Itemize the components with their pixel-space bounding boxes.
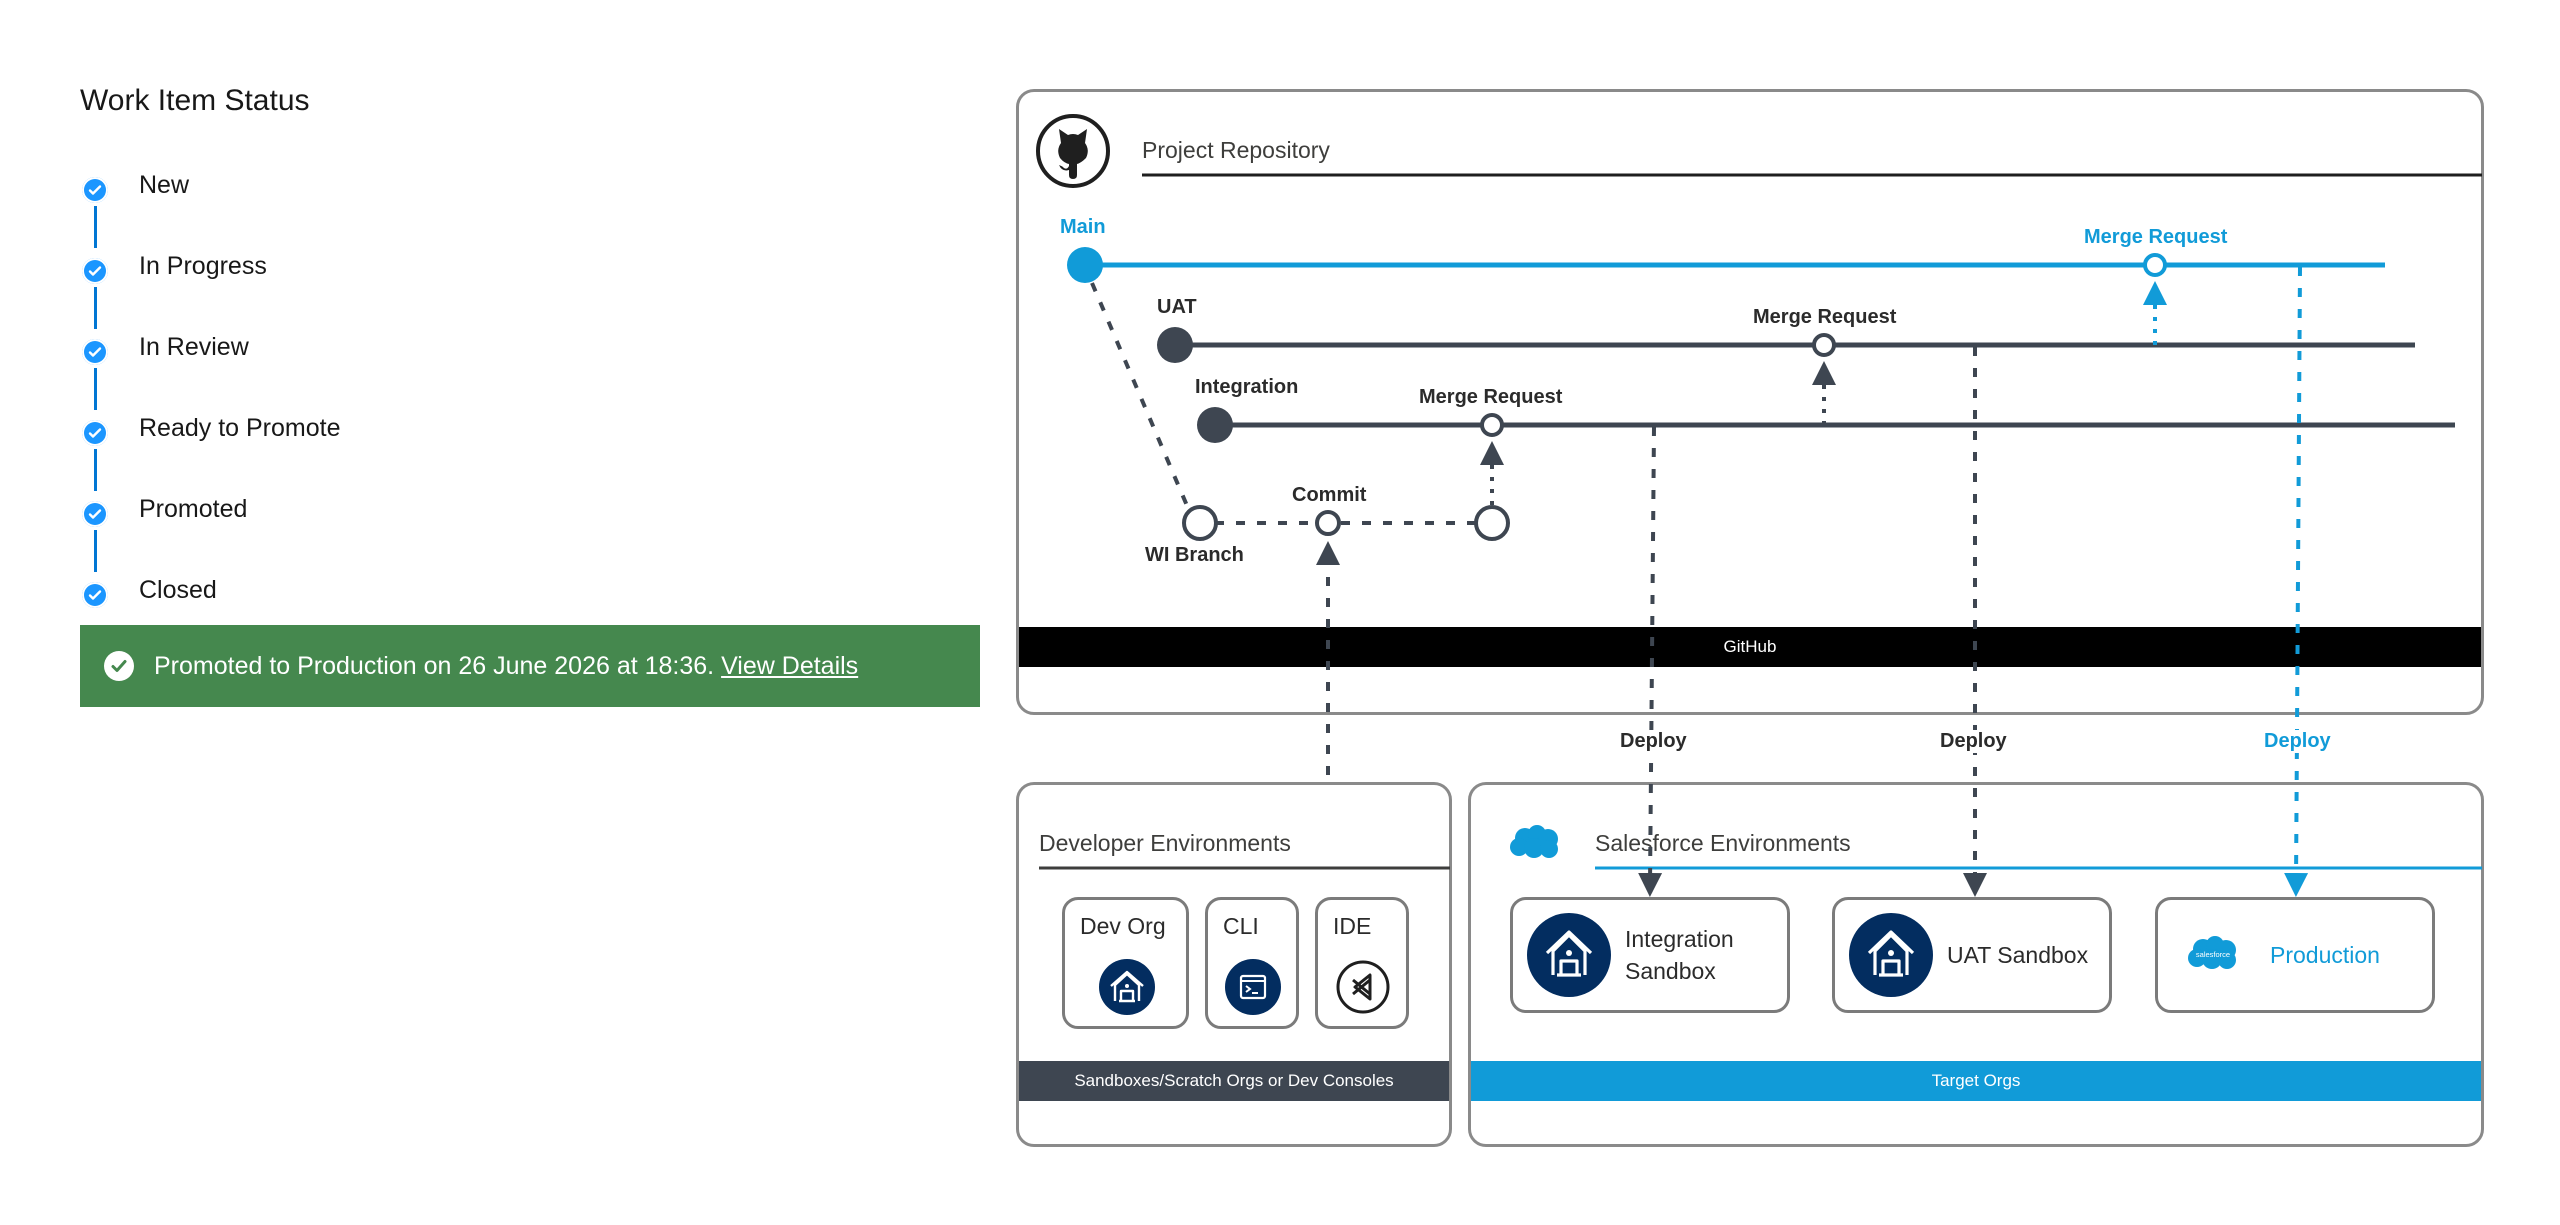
card-label: UAT Sandbox [1947,942,2089,968]
main-branch-label: Main [1060,216,1106,238]
github-footer: GitHub [1019,627,2481,667]
deploy-label: Deploy [1940,730,2007,753]
integration-branch-label: Integration [1195,376,1299,398]
status-step-label: New [139,171,190,199]
merge-request-label: Merge Request [2084,226,2228,248]
developer-environments-title: Developer Environments [1039,830,1291,856]
main-branch-node [1067,247,1103,283]
merge-request-label: Merge Request [1419,386,1563,408]
card-label: IDE [1333,913,1372,939]
terminal-icon [1225,959,1281,1015]
dev-org-card: Dev Org [1062,897,1189,1029]
developer-footer: Sandboxes/Scratch Orgs or Dev Consoles [1019,1061,1449,1101]
github-octocat-icon [1035,113,1111,189]
repository-title: Project Repository [1142,137,1330,163]
deploy-arrow-integration [1638,426,1663,897]
merge-node-uat [1812,333,1836,357]
check-icon [82,420,108,446]
status-step-label: Promoted [139,495,248,523]
salesforce-logo-icon: salesforce [2186,934,2240,972]
merge-request-label: Merge Request [1753,306,1897,328]
uat-sandbox-card: UAT Sandbox [1832,897,2112,1013]
diagram-connectors [1039,173,2482,897]
card-label: Dev Org [1080,913,1166,939]
salesforce-logo-text: salesforce [2196,950,2230,959]
deploy-arrow-production [2284,266,2309,897]
step-connector [94,368,97,410]
view-details-link[interactable]: View Details [721,652,859,680]
integration-branch-node [1197,407,1233,443]
deploy-label: Deploy [1620,730,1687,753]
status-step-label: In Progress [139,252,267,280]
card-label-line1: Integration [1625,926,1734,952]
wi-branch-end-node [1474,505,1510,541]
pipeline-diagram: GitHub Project Repository Sandboxes/Scra… [1010,85,2490,1150]
status-step-label: Closed [139,576,217,604]
sandbox-icon [1527,913,1611,997]
salesforce-cloud-icon [1508,823,1562,861]
uat-branch-label: UAT [1157,296,1197,318]
card-label-line2: Sandbox [1625,958,1716,984]
wi-branch-label: WI Branch [1145,544,1244,566]
check-icon [82,582,108,608]
vscode-icon [1335,959,1391,1015]
target-orgs-footer: Target Orgs [1471,1061,2481,1101]
check-icon [82,339,108,365]
deploy-label: Deploy [2264,730,2331,753]
work-item-status-panel: Work Item Status New In Progress In Revi… [80,80,980,720]
status-step-label: In Review [139,333,249,361]
commit-node [1315,510,1341,536]
step-connector [94,287,97,329]
banner-message: Promoted to Production on 26 June 2026 a… [154,652,715,680]
check-icon [82,258,108,284]
card-label: CLI [1223,913,1259,939]
sandbox-icon [1099,959,1155,1015]
wi-branch-node [1182,505,1218,541]
salesforce-environments-title: Salesforce Environments [1595,830,1851,856]
commit-label: Commit [1292,484,1367,506]
step-connector [94,449,97,491]
integration-sandbox-card: Integration Sandbox [1510,897,1790,1013]
ide-card: IDE [1315,897,1409,1029]
merge-node-integration [1480,413,1504,437]
check-icon [82,501,108,527]
promotion-success-banner: Promoted to Production on 26 June 2026 a… [80,625,980,707]
merge-node-main [2143,253,2167,277]
success-check-icon [104,651,134,681]
status-step-label: Ready to Promote [139,414,341,442]
step-connector [94,530,97,572]
uat-branch-node [1157,327,1193,363]
cli-card: CLI [1205,897,1299,1029]
panel-title: Work Item Status [80,84,310,117]
production-card: salesforce Production [2155,897,2435,1013]
project-repository-box: GitHub [1016,89,2484,715]
sandbox-icon [1849,913,1933,997]
card-label: Production [2270,942,2380,968]
step-connector [94,206,97,248]
check-icon [82,177,108,203]
